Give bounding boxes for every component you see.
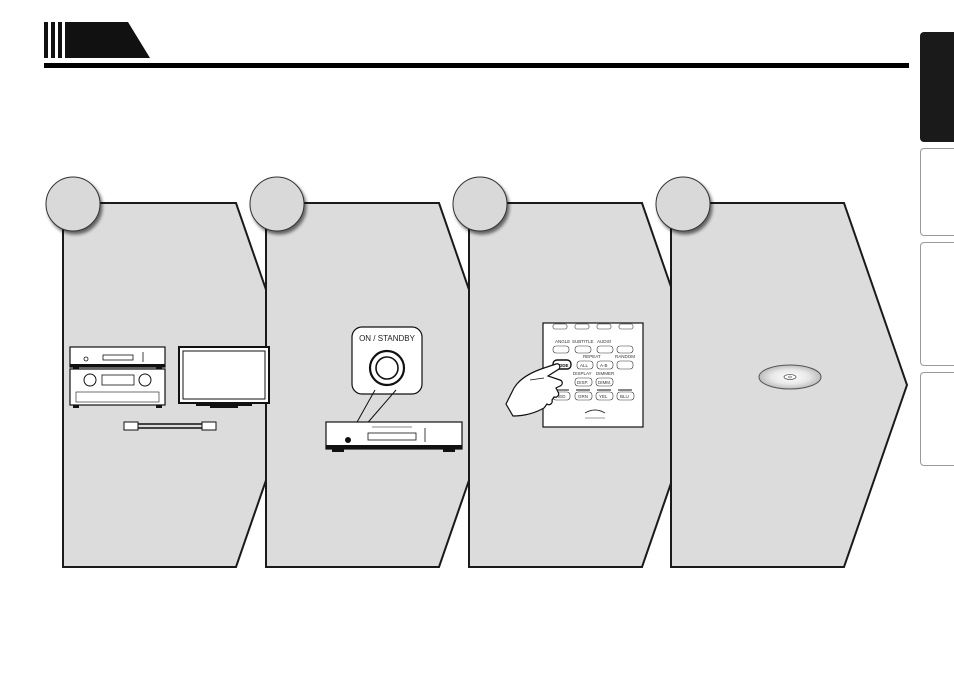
hand-pointer-icon: [505, 363, 563, 417]
player-icon-2: [325, 421, 463, 452]
remote-button-blu[interactable]: BLU: [620, 394, 629, 399]
header-rule: [44, 63, 909, 68]
step-circle-4: [655, 176, 711, 232]
on-standby-label: ON / STANDBY: [359, 334, 416, 343]
side-tab-4[interactable]: [920, 372, 954, 466]
connection-illustration: [69, 346, 270, 431]
remote-button-dimm[interactable]: DIMM.: [598, 380, 611, 385]
disc-illustration: [758, 364, 822, 390]
remote-button-ab[interactable]: A-B: [600, 363, 608, 368]
remote-button-mode: MODE: [555, 363, 569, 368]
side-tab-3[interactable]: [920, 242, 954, 366]
av-receiver-icon: [69, 368, 166, 408]
remote-button-yel[interactable]: YEL: [599, 394, 608, 399]
remote-label-repeat: REPEAT: [583, 354, 601, 359]
step-circle-1: [45, 176, 101, 232]
remote-button-disp[interactable]: DISP.: [577, 380, 588, 385]
remote-label-angle: ANGLE: [555, 339, 570, 344]
side-tab-2[interactable]: [920, 148, 954, 236]
remote-button-all[interactable]: ALL: [580, 363, 589, 368]
remote-label-subtitle: SUBTITLE: [572, 339, 594, 344]
remote-button-red[interactable]: RED: [556, 394, 566, 399]
remote-label-random: RANDOM: [615, 354, 635, 359]
section-header-badge: [44, 22, 150, 58]
power-button-illustration: ON / STANDBY: [325, 326, 463, 452]
remote-label-audio: AUDIO: [597, 339, 612, 344]
remote-label-display: DISPLAY: [573, 371, 592, 376]
remote-button-grn[interactable]: GRN: [578, 394, 588, 399]
step-circle-3: [452, 176, 508, 232]
step-circle-2: [249, 176, 305, 232]
player-icon: [69, 346, 166, 369]
tv-icon: [178, 346, 270, 408]
remote-mode-illustration: ANGLE SUBTITLE AUDIO REPEAT RANDOM ALL A…: [505, 322, 644, 428]
side-tab-1[interactable]: [920, 32, 954, 142]
remote-label-dimmer: DIMMER: [596, 371, 615, 376]
hdmi-cable-icon: [123, 421, 217, 431]
